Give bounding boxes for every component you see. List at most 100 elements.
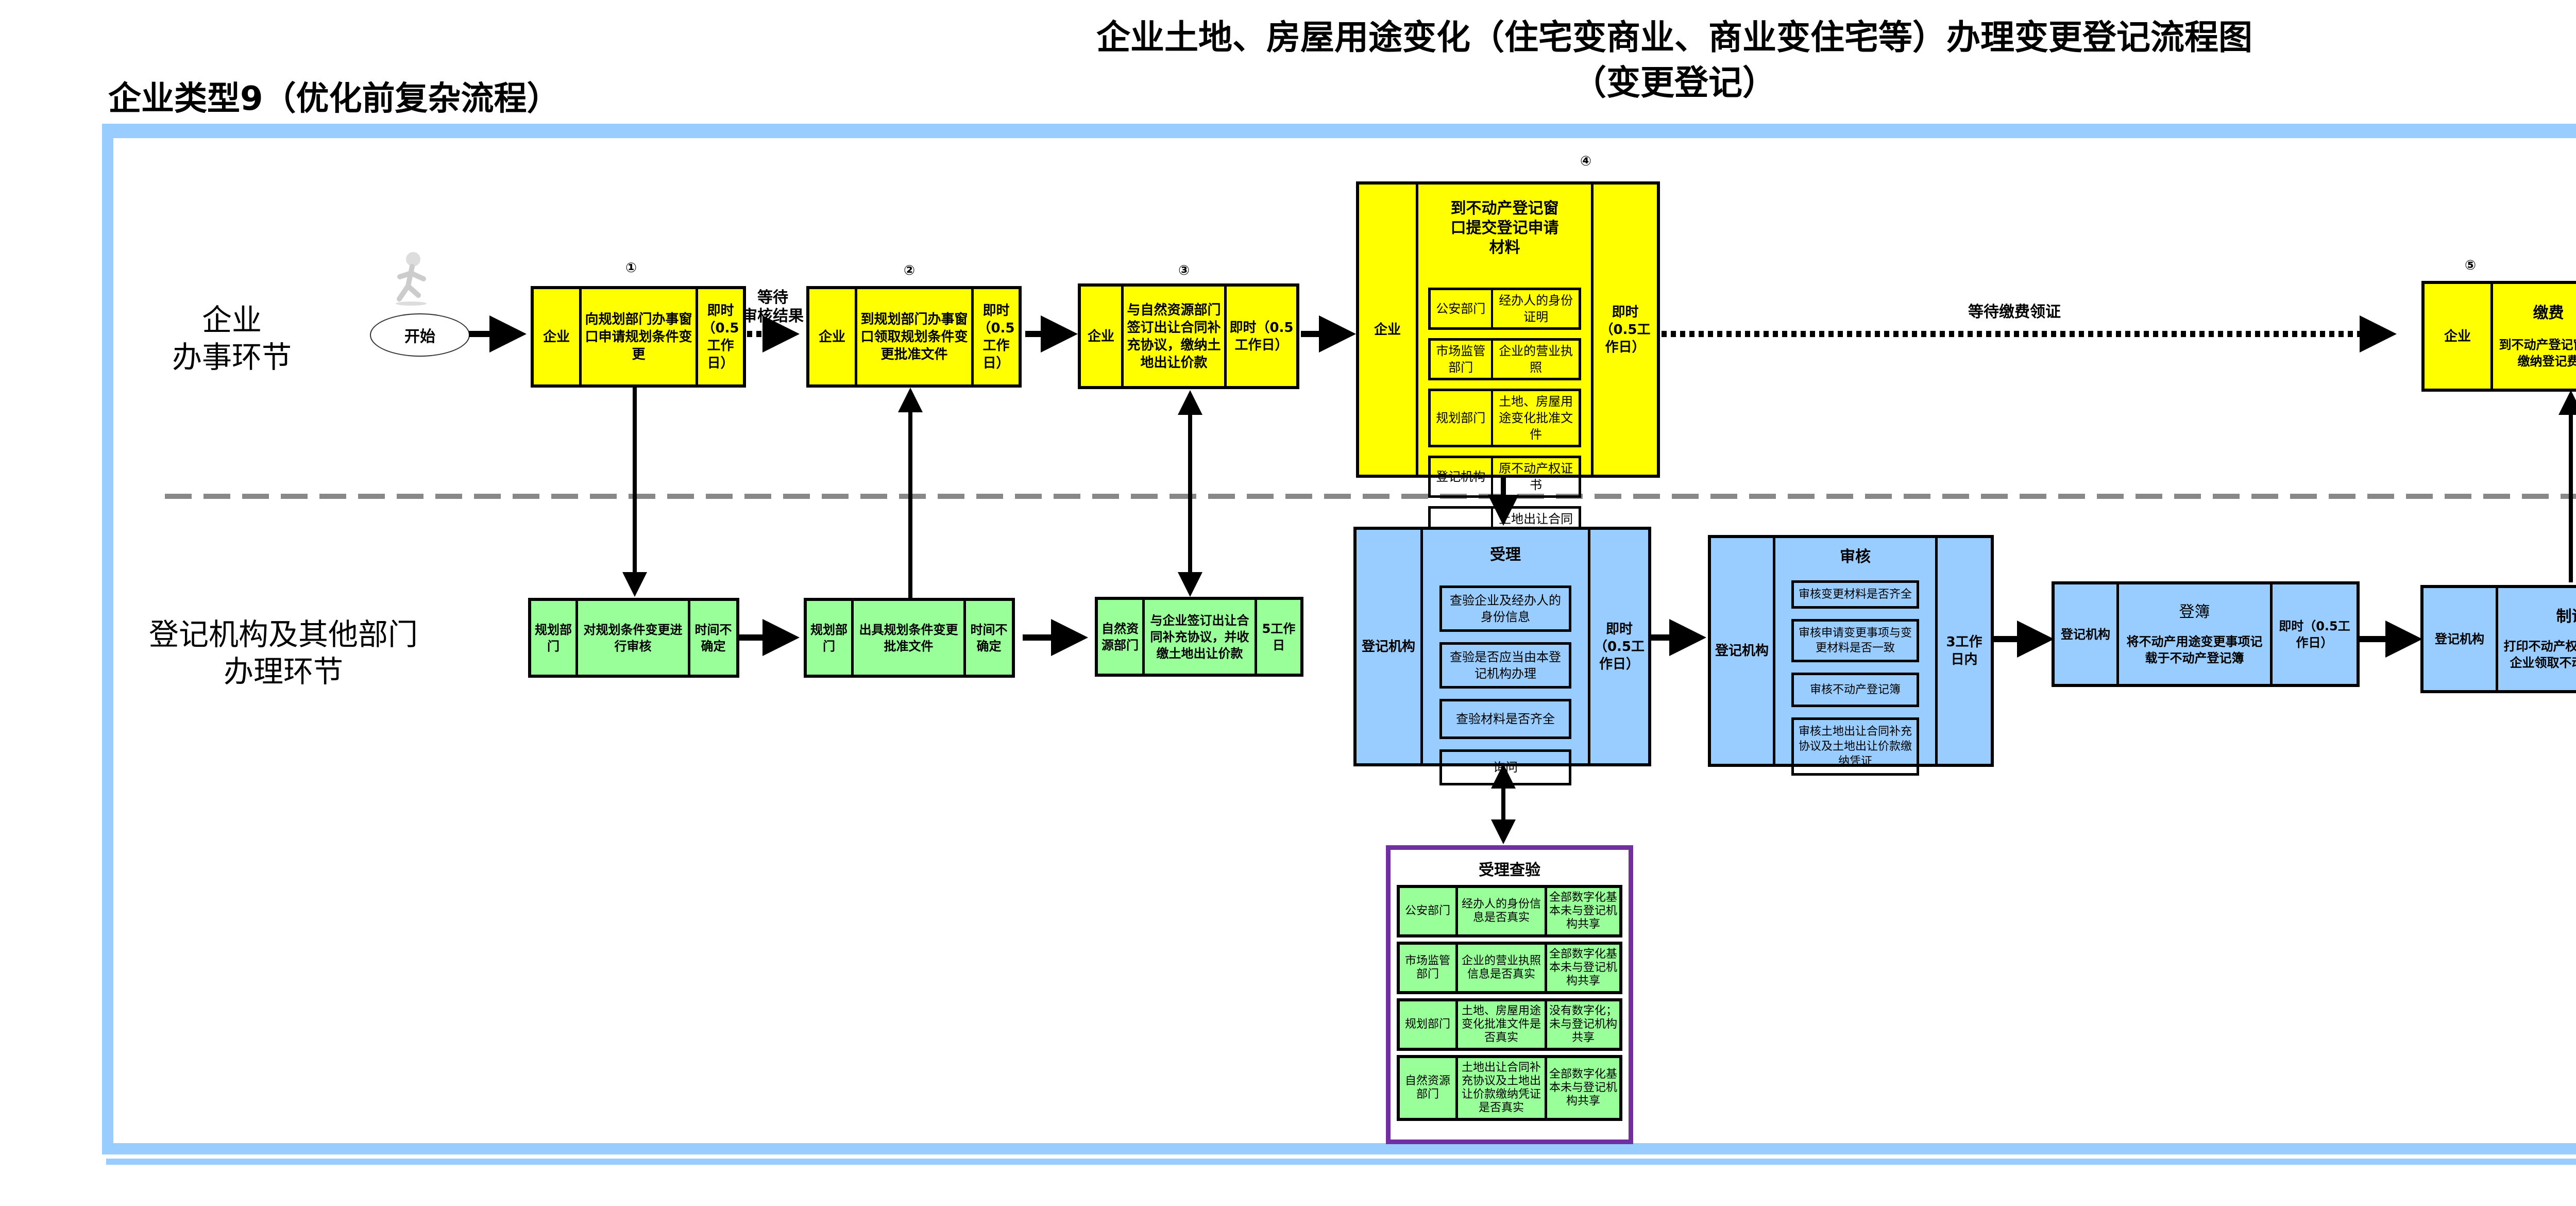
start-label: 开始 [404, 328, 435, 346]
accept-title: 受理 [1490, 546, 1521, 564]
runner-figure-icon [396, 252, 427, 306]
check-item: 土地出让合同补充协议及土地出让价款缴纳凭证是否真实 [1455, 1058, 1545, 1118]
lane-label-agencies-line1: 登记机构及其他部门 [148, 617, 418, 652]
register-box[interactable]: 登记机构 登簿 将不动产用途变更事项记载于不动产登记簿 即时（0.5工作日） [2052, 581, 2360, 687]
review-box[interactable]: 登记机构 审核 审核变更材料是否齐全 审核申请变更事项与变更材料是否一致 审核不… [1708, 535, 1994, 776]
step-3-content: 与自然资源部门签订出让合同补充协议，缴纳土地出让价款 [1121, 287, 1224, 386]
accept-item: 查验材料是否齐全 [1439, 699, 1571, 739]
land-contract-content: 与企业签订出让合同补充协议，并收缴土地出让价款 [1142, 600, 1255, 674]
check-row: 市场监管部门 企业的营业执照信息是否真实 全部数字化基本未与登记机构共享 [1397, 942, 1622, 994]
check-status: 没有数字化；未与登记机构共享 [1545, 1001, 1619, 1048]
review-subject: 登记机构 [1715, 643, 1769, 659]
check-dept: 市场监管部门 [1404, 954, 1450, 981]
land-contract-box[interactable]: 自然资源部门 与企业签订出让合同补充协议，并收缴土地出让价款 5工作日 [1095, 597, 1303, 677]
step-4-title: 到不动产登记窗口提交登记申请材料 [1450, 199, 1559, 257]
step-2-subject: 企业 [818, 329, 845, 345]
certify-box[interactable]: 登记机构 制证 打印不动产权证书，通知企业领取不动产权证书 即时（0.5工作日） [2420, 585, 2576, 693]
step-4-content: 到不动产登记窗口提交登记申请材料 公安部门 经办人的身份证明 市场监管部门 企业… [1416, 185, 1591, 581]
material-row: 规划部门 土地、房屋用途变化批准文件 [1428, 389, 1582, 447]
check-dept: 公安部门 [1404, 904, 1450, 917]
step-3-box[interactable]: 企业 与自然资源部门签订出让合同补充协议，缴纳土地出让价款 即时（0.5工作日） [1078, 283, 1299, 389]
step-2-time: 即时（0.5工作日） [971, 289, 1019, 384]
step-number-4: ④ [1580, 154, 1591, 169]
lane-label-enterprise-line1: 企业 [201, 303, 262, 338]
register-time: 即时（0.5工作日） [2270, 584, 2357, 684]
acceptance-check-title: 受理查验 [1479, 861, 1540, 879]
check-item: 企业的营业执照信息是否真实 [1455, 945, 1545, 991]
review-item: 审核土地出让合同补充协议及土地出让价款缴纳凭证 [1791, 717, 1919, 776]
material-row: 登记机构 原不动产权证书 [1428, 456, 1582, 498]
planning-review-box[interactable]: 规划部门 对规划条件变更进行审核 时间不确定 [528, 598, 739, 678]
material-item: 企业的营业执照 [1490, 341, 1579, 378]
review-time: 3工作日内 [1935, 538, 1991, 764]
check-row: 自然资源部门 土地出让合同补充协议及土地出让价款缴纳凭证是否真实 全部数字化基本… [1397, 1055, 1622, 1121]
planning-review-content: 对规划条件变更进行审核 [575, 601, 688, 675]
step-3-time: 即时（0.5工作日） [1224, 287, 1296, 386]
planning-issue-time: 时间不确定 [963, 601, 1012, 675]
step-number-5: ⑤ [2464, 258, 2476, 273]
review-content: 审核 审核变更材料是否齐全 审核申请变更事项与变更材料是否一致 审核不动产登记簿… [1773, 538, 1935, 776]
step-2-content: 到规划部门办事窗口领取规划条件变更批准文件 [855, 289, 971, 384]
certify-subject: 登记机构 [2435, 632, 2484, 646]
step-4-box[interactable]: 企业 到不动产登记窗口提交登记申请材料 公安部门 经办人的身份证明 市场监管部门… [1356, 181, 1660, 581]
step-4-subject: 企业 [1374, 322, 1401, 338]
step-5-desc: 到不动产登记窗口缴纳登记费 [2499, 337, 2576, 368]
step-5-content: 缴费 到不动产登记窗口缴纳登记费 [2490, 284, 2576, 389]
step-4-time: 即时（0.5工作日） [1591, 185, 1657, 475]
acceptance-check-panel: 受理查验 公安部门 经办人的身份信息是否真实 全部数字化基本未与登记机构共享 市… [1386, 845, 1633, 1144]
planning-review-time: 时间不确定 [688, 601, 736, 675]
accept-time: 即时（0.5工作日） [1588, 530, 1648, 763]
planning-issue-box[interactable]: 规划部门 出具规划条件变更批准文件 时间不确定 [804, 598, 1015, 678]
wait-review-note: 等待 审核结果 [737, 289, 809, 326]
step-1-time: 即时（0.5工作日） [696, 289, 743, 384]
lane-label-agencies: 登记机构及其他部门 办理环节 [124, 616, 443, 690]
review-item: 审核不动产登记簿 [1791, 673, 1919, 707]
check-row: 规划部门 土地、房屋用途变化批准文件是否真实 没有数字化；未与登记机构共享 [1397, 998, 1622, 1051]
wait-review-line2: 审核结果 [742, 307, 804, 325]
lane-label-enterprise: 企业 办事环节 [155, 301, 309, 376]
certify-content: 制证 打印不动产权证书，通知企业领取不动产权证书 [2496, 588, 2576, 690]
step-3-subject: 企业 [1087, 328, 1114, 344]
material-item: 土地、房屋用途变化批准文件 [1490, 391, 1579, 445]
certify-desc: 打印不动产权证书，通知企业领取不动产权证书 [2503, 639, 2576, 670]
material-item: 原不动产权证书 [1490, 458, 1579, 495]
check-row: 公安部门 经办人的身份信息是否真实 全部数字化基本未与登记机构共享 [1397, 885, 1622, 937]
material-dept: 公安部门 [1436, 301, 1486, 316]
step-1-box[interactable]: 企业 向规划部门办事窗口申请规划条件变更 即时（0.5工作日） [531, 286, 746, 388]
step-5-box[interactable]: 企业 缴费 到不动产登记窗口缴纳登记费 即时（0.5工作日） [2421, 281, 2576, 392]
step-5-title: 缴费 [2533, 304, 2564, 322]
accept-box[interactable]: 登记机构 受理 查验企业及经办人的身份信息 查验是否应当由本登记机构办理 查验材… [1353, 527, 1651, 785]
lane-label-agencies-line2: 办理环节 [223, 654, 343, 689]
material-row: 市场监管部门 企业的营业执照 [1428, 338, 1582, 380]
land-contract-time: 5工作日 [1255, 600, 1300, 674]
accept-item: 询问 [1439, 749, 1571, 785]
accept-item: 查验企业及经办人的身份信息 [1439, 585, 1571, 632]
planning-issue-subject: 规划部门 [810, 622, 848, 654]
step-5-subject: 企业 [2444, 328, 2471, 344]
check-dept: 规划部门 [1404, 1018, 1450, 1031]
check-item: 土地、房屋用途变化批准文件是否真实 [1455, 1001, 1545, 1048]
step-1-subject: 企业 [543, 329, 570, 345]
wait-fee-note: 等待缴费领证 [1968, 303, 2061, 321]
check-status: 全部数字化基本未与登记机构共享 [1545, 945, 1619, 991]
register-title: 登簿 [2179, 602, 2210, 621]
start-terminal[interactable]: 开始 [370, 313, 470, 357]
planning-issue-content: 出具规划条件变更批准文件 [851, 601, 963, 675]
check-status: 全部数字化基本未与登记机构共享 [1545, 1058, 1619, 1118]
accept-content: 受理 查验企业及经办人的身份信息 查验是否应当由本登记机构办理 查验材料是否齐全… [1420, 530, 1588, 785]
accept-subject: 登记机构 [1361, 639, 1415, 655]
wait-review-line1: 等待 [757, 289, 788, 307]
material-item: 经办人的身份证明 [1490, 290, 1579, 327]
material-dept: 登记机构 [1436, 470, 1486, 484]
certify-title: 制证 [2556, 608, 2576, 626]
lane-divider [165, 494, 2576, 499]
step-number-1: ① [625, 260, 637, 276]
step-number-2: ② [903, 263, 915, 278]
frame-shadow [106, 1159, 2576, 1165]
enterprise-type-label: 企业类型9（优化前复杂流程） [108, 80, 560, 118]
step-number-3: ③ [1178, 263, 1190, 278]
material-dept: 市场监管部门 [1436, 344, 1486, 375]
review-item: 审核变更材料是否齐全 [1791, 580, 1919, 609]
step-2-box[interactable]: 企业 到规划部门办事窗口领取规划条件变更批准文件 即时（0.5工作日） [806, 286, 1022, 388]
